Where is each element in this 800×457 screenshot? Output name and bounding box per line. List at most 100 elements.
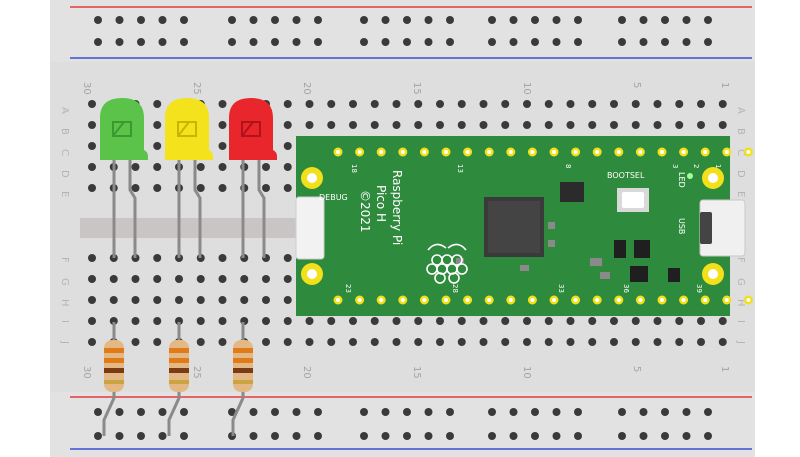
- rail-hole[interactable]: [360, 16, 368, 24]
- breadboard-hole[interactable]: [349, 121, 357, 129]
- breadboard-hole[interactable]: [262, 296, 270, 304]
- breadboard-hole[interactable]: [718, 121, 727, 129]
- breadboard-hole[interactable]: [283, 163, 292, 171]
- rail-hole[interactable]: [639, 38, 648, 46]
- breadboard-hole[interactable]: [131, 296, 140, 304]
- breadboard-hole[interactable]: [153, 275, 162, 283]
- rail-hole[interactable]: [552, 16, 561, 24]
- breadboard-hole[interactable]: [327, 317, 336, 325]
- breadboard-hole[interactable]: [349, 100, 357, 108]
- rail-hole[interactable]: [618, 432, 626, 440]
- breadboard-hole[interactable]: [153, 184, 162, 192]
- breadboard-hole[interactable]: [196, 296, 205, 304]
- rail-hole[interactable]: [158, 38, 167, 46]
- rail-hole[interactable]: [137, 408, 145, 416]
- breadboard-hole[interactable]: [414, 338, 423, 346]
- rail-hole[interactable]: [403, 38, 411, 46]
- breadboard-hole[interactable]: [88, 121, 96, 129]
- rail-hole[interactable]: [531, 408, 539, 416]
- rail-hole[interactable]: [403, 16, 411, 24]
- rail-hole[interactable]: [94, 408, 102, 416]
- rail-hole[interactable]: [531, 38, 539, 46]
- breadboard-hole[interactable]: [370, 121, 379, 129]
- breadboard-hole[interactable]: [283, 184, 292, 192]
- breadboard-hole[interactable]: [305, 100, 314, 108]
- breadboard-hole[interactable]: [327, 338, 336, 346]
- rail-hole[interactable]: [292, 408, 301, 416]
- rail-hole[interactable]: [618, 408, 626, 416]
- breadboard-hole[interactable]: [631, 317, 640, 325]
- breadboard-hole[interactable]: [283, 142, 292, 150]
- rail-hole[interactable]: [292, 432, 301, 440]
- rail-hole[interactable]: [180, 38, 188, 46]
- breadboard-hole[interactable]: [523, 100, 531, 108]
- breadboard-hole[interactable]: [262, 275, 270, 283]
- breadboard-hole[interactable]: [218, 317, 227, 325]
- rail-hole[interactable]: [661, 408, 669, 416]
- breadboard-hole[interactable]: [153, 254, 162, 262]
- breadboard-hole[interactable]: [718, 100, 727, 108]
- breadboard-hole[interactable]: [436, 121, 444, 129]
- breadboard-hole[interactable]: [218, 142, 227, 150]
- breadboard-hole[interactable]: [153, 100, 162, 108]
- breadboard-hole[interactable]: [218, 163, 227, 171]
- breadboard-hole[interactable]: [283, 275, 292, 283]
- rail-hole[interactable]: [704, 16, 712, 24]
- breadboard-hole[interactable]: [479, 121, 488, 129]
- breadboard-hole[interactable]: [436, 100, 444, 108]
- rail-hole[interactable]: [446, 38, 454, 46]
- rail-hole[interactable]: [704, 432, 712, 440]
- rail-hole[interactable]: [424, 432, 433, 440]
- breadboard-hole[interactable]: [218, 296, 227, 304]
- rail-hole[interactable]: [574, 432, 582, 440]
- breadboard-hole[interactable]: [610, 100, 618, 108]
- rail-hole[interactable]: [381, 408, 390, 416]
- rail-hole[interactable]: [271, 432, 279, 440]
- rail-hole[interactable]: [446, 408, 454, 416]
- breadboard-hole[interactable]: [153, 338, 162, 346]
- rail-hole[interactable]: [509, 432, 518, 440]
- breadboard-hole[interactable]: [588, 338, 597, 346]
- breadboard-hole[interactable]: [262, 317, 270, 325]
- breadboard-hole[interactable]: [653, 317, 662, 325]
- rail-hole[interactable]: [488, 408, 496, 416]
- rail-hole[interactable]: [509, 38, 518, 46]
- bootsel-button-cap[interactable]: [622, 192, 644, 208]
- rail-hole[interactable]: [158, 432, 167, 440]
- breadboard-hole[interactable]: [392, 317, 401, 325]
- breadboard-hole[interactable]: [457, 100, 466, 108]
- breadboard-hole[interactable]: [218, 275, 227, 283]
- breadboard-hole[interactable]: [653, 100, 662, 108]
- rail-hole[interactable]: [314, 16, 322, 24]
- breadboard-hole[interactable]: [349, 338, 357, 346]
- rail-hole[interactable]: [424, 408, 433, 416]
- breadboard-hole[interactable]: [544, 100, 553, 108]
- breadboard-hole[interactable]: [218, 254, 227, 262]
- rail-hole[interactable]: [552, 408, 561, 416]
- rail-hole[interactable]: [639, 408, 648, 416]
- breadboard-hole[interactable]: [610, 317, 618, 325]
- breadboard-hole[interactable]: [675, 317, 684, 325]
- rail-hole[interactable]: [509, 16, 518, 24]
- rail-hole[interactable]: [661, 38, 669, 46]
- rail-hole[interactable]: [488, 38, 496, 46]
- breadboard-hole[interactable]: [566, 121, 575, 129]
- breadboard-hole[interactable]: [370, 100, 379, 108]
- rail-hole[interactable]: [94, 38, 102, 46]
- rail-hole[interactable]: [639, 16, 648, 24]
- breadboard-hole[interactable]: [218, 184, 227, 192]
- breadboard-hole[interactable]: [283, 338, 292, 346]
- breadboard-hole[interactable]: [457, 317, 466, 325]
- breadboard-hole[interactable]: [457, 121, 466, 129]
- rail-hole[interactable]: [115, 432, 124, 440]
- rail-hole[interactable]: [446, 432, 454, 440]
- breadboard-hole[interactable]: [349, 317, 357, 325]
- breadboard-hole[interactable]: [88, 184, 96, 192]
- breadboard-hole[interactable]: [153, 142, 162, 150]
- breadboard-hole[interactable]: [501, 100, 510, 108]
- rail-hole[interactable]: [115, 408, 124, 416]
- rail-hole[interactable]: [509, 408, 518, 416]
- breadboard-hole[interactable]: [262, 163, 270, 171]
- breadboard-hole[interactable]: [544, 317, 553, 325]
- rail-hole[interactable]: [661, 16, 669, 24]
